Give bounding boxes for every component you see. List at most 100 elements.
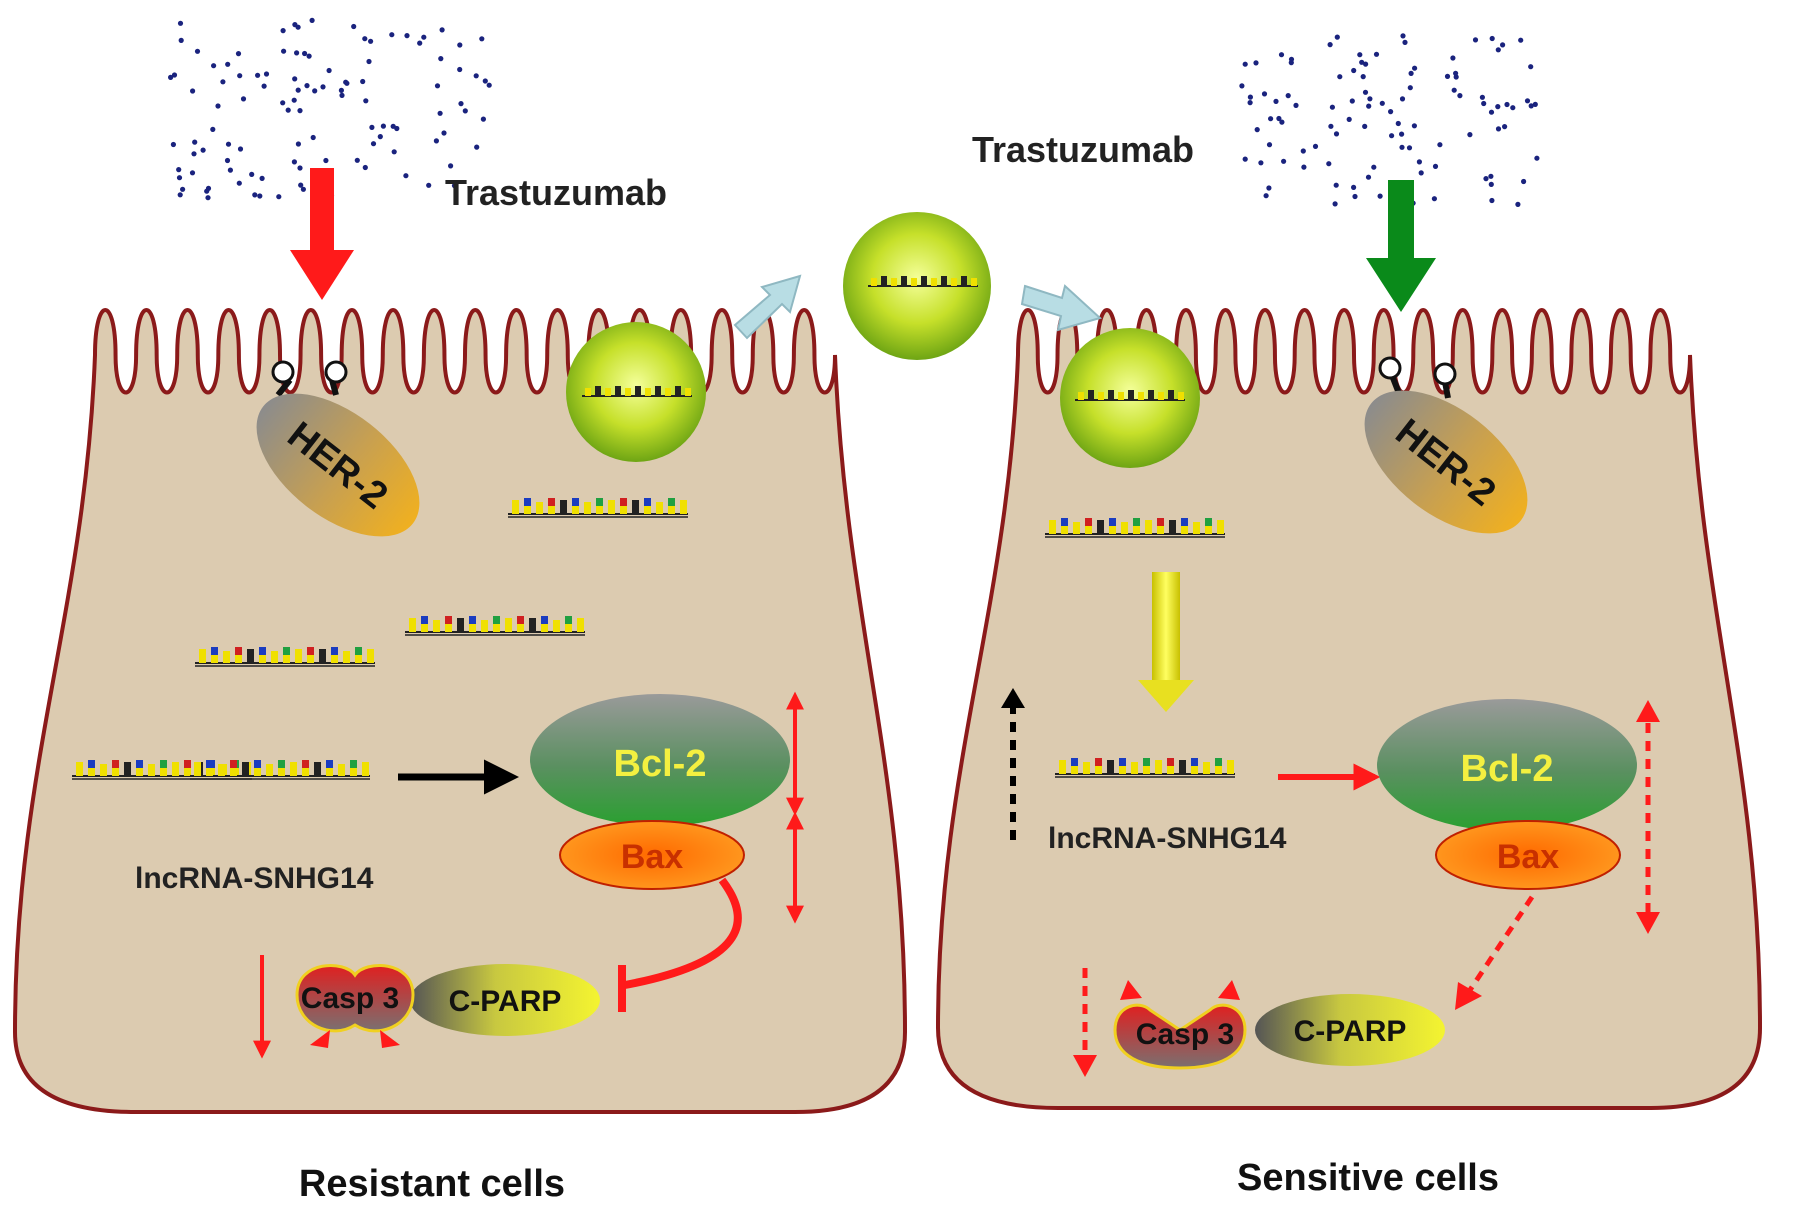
drug-particle bbox=[1451, 87, 1457, 93]
drug-particle bbox=[1528, 103, 1534, 109]
drug-particle bbox=[1288, 60, 1294, 66]
drug-particle bbox=[190, 88, 196, 94]
drug-particle bbox=[1351, 67, 1357, 74]
drug-particle bbox=[237, 73, 243, 79]
red-down-arrow bbox=[290, 168, 354, 300]
drug-particle bbox=[369, 124, 375, 130]
trastuzumab-particles-left bbox=[168, 17, 492, 201]
exosome-left-cell bbox=[566, 322, 706, 462]
drug-particle bbox=[1351, 184, 1357, 190]
drug-particle bbox=[403, 173, 409, 179]
drug-particle bbox=[1263, 193, 1269, 199]
drug-particle bbox=[1400, 33, 1406, 39]
drug-particle bbox=[1524, 98, 1531, 104]
drug-particle bbox=[338, 87, 344, 93]
casp3-cparp-left: C-PARP Casp 3 bbox=[253, 955, 600, 1059]
drug-particle bbox=[1504, 101, 1510, 108]
cparp-label-right: C-PARP bbox=[1294, 1015, 1407, 1048]
drug-particle bbox=[1329, 104, 1335, 110]
drug-particle bbox=[1450, 55, 1456, 61]
drug-particle bbox=[302, 50, 308, 57]
drug-particle bbox=[417, 40, 423, 46]
drug-particle bbox=[285, 107, 291, 113]
drug-particle bbox=[261, 83, 267, 89]
bax-to-cparp-dotted-arrow bbox=[1455, 895, 1535, 1010]
drug-particle bbox=[1327, 42, 1333, 48]
drug-particle bbox=[252, 192, 258, 198]
drug-particle bbox=[298, 182, 304, 188]
bcl2-bax-dotted-arrow-right bbox=[1636, 700, 1660, 934]
drug-particle bbox=[1360, 74, 1366, 80]
drug-particle bbox=[1362, 123, 1368, 129]
drug-particle bbox=[1365, 174, 1372, 180]
drug-particle bbox=[1411, 123, 1417, 129]
drug-particle bbox=[1346, 116, 1352, 122]
drug-particle bbox=[362, 164, 368, 171]
trastuzumab-particles-right bbox=[1239, 33, 1540, 207]
exosome-transfer-arrow-1 bbox=[733, 274, 802, 340]
drug-particle bbox=[1334, 34, 1340, 40]
drug-particle bbox=[280, 28, 286, 34]
drug-particle bbox=[300, 186, 306, 192]
drug-particle bbox=[360, 78, 366, 85]
drug-particle bbox=[227, 167, 233, 173]
drug-label-left: Trastuzumab bbox=[445, 172, 667, 213]
drug-particle bbox=[1495, 126, 1502, 132]
drug-particle bbox=[1281, 158, 1287, 164]
drug-particle bbox=[1389, 133, 1395, 139]
drug-particle bbox=[438, 56, 444, 62]
drug-particle bbox=[1399, 96, 1406, 102]
drug-particle bbox=[486, 82, 492, 88]
drug-particle bbox=[292, 76, 298, 82]
casp3-cparp-right: C-PARP Casp 3 bbox=[1073, 968, 1445, 1077]
drug-particle bbox=[1278, 52, 1285, 58]
drug-particle bbox=[1273, 98, 1279, 104]
drug-particle bbox=[294, 50, 300, 56]
drug-particle bbox=[457, 66, 463, 73]
drug-particle bbox=[309, 17, 315, 23]
drug-particle bbox=[1367, 96, 1373, 102]
drug-particle bbox=[1515, 201, 1521, 207]
drug-particle bbox=[176, 167, 182, 173]
drug-particle bbox=[192, 139, 198, 145]
drug-particle bbox=[1362, 89, 1369, 95]
drug-particle bbox=[177, 192, 183, 198]
drug-particle bbox=[1502, 124, 1508, 130]
drug-particle bbox=[1379, 100, 1385, 106]
drug-particle bbox=[1453, 70, 1459, 76]
drug-particle bbox=[1510, 105, 1516, 111]
drug-particle bbox=[1253, 60, 1259, 66]
drug-particle bbox=[1266, 142, 1273, 148]
drug-particle bbox=[240, 96, 247, 102]
drug-particle bbox=[168, 74, 174, 80]
drug-particle bbox=[1332, 201, 1338, 207]
drug-particle bbox=[1371, 164, 1377, 170]
drug-particle bbox=[457, 42, 463, 48]
drug-particle bbox=[1395, 120, 1401, 127]
drug-particle bbox=[1489, 197, 1495, 204]
drug-particle bbox=[237, 146, 244, 152]
drug-particle bbox=[1337, 74, 1343, 80]
drug-particle bbox=[354, 157, 360, 163]
drug-particle bbox=[479, 36, 485, 42]
drug-particle bbox=[1416, 159, 1422, 165]
exosome-transfer-arrow-2 bbox=[1020, 284, 1102, 332]
drug-particle bbox=[1432, 163, 1439, 169]
drug-particle bbox=[1518, 37, 1524, 43]
drug-particle bbox=[291, 97, 297, 103]
drug-particle bbox=[1247, 100, 1253, 106]
drug-particle bbox=[1467, 132, 1473, 138]
drug-particle bbox=[368, 38, 374, 44]
drug-particle bbox=[434, 83, 441, 89]
drug-particle bbox=[1268, 116, 1274, 122]
drug-particle bbox=[1301, 164, 1307, 170]
drug-particle bbox=[291, 159, 297, 165]
drug-particle bbox=[1242, 156, 1248, 162]
drug-particle bbox=[390, 123, 396, 129]
drug-particle bbox=[1534, 155, 1540, 161]
drug-particle bbox=[1261, 91, 1268, 97]
drug-particle bbox=[1495, 104, 1501, 110]
bax-inhibition-line bbox=[618, 877, 742, 1012]
drug-particle bbox=[1489, 35, 1495, 42]
drug-particle bbox=[177, 20, 184, 26]
